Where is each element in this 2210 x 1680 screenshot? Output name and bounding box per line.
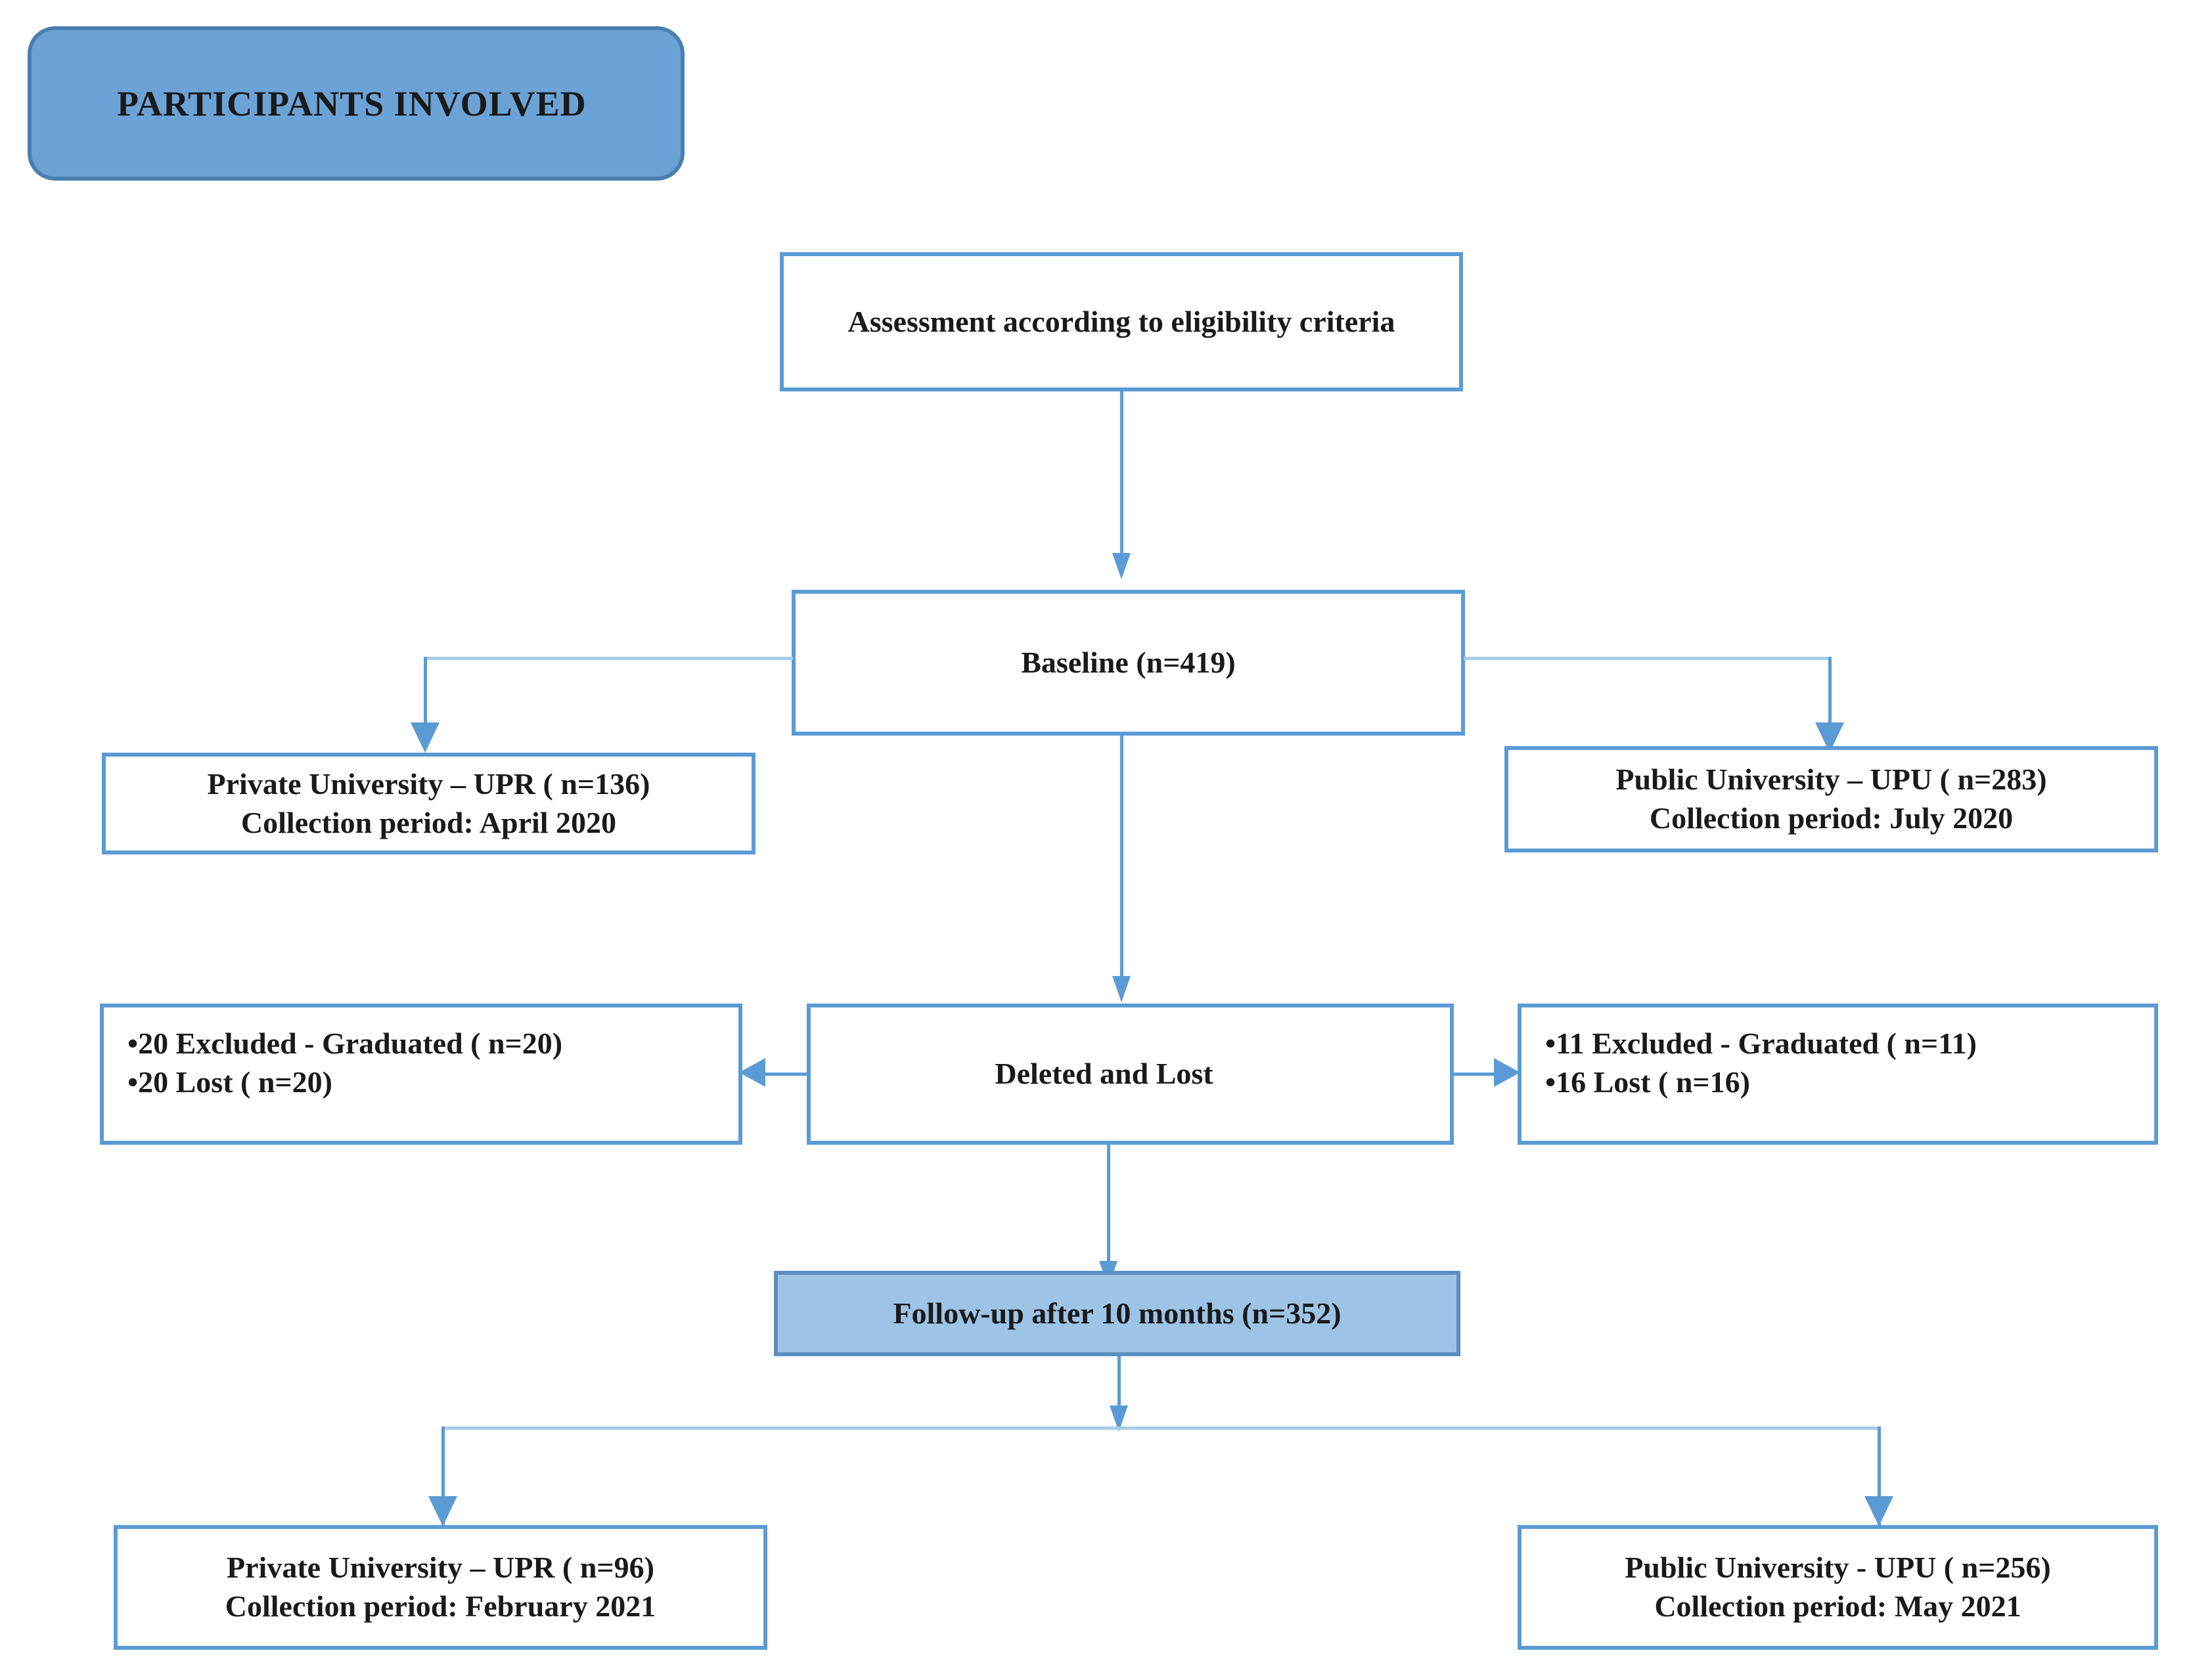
node-baseline-public-university: Public University – UPU ( n=283) Collect… xyxy=(1504,746,2158,852)
connector-deleted-to-excluded-right xyxy=(1453,1072,1495,1076)
node-followup-private-university: Private University – UPR ( n=96) Collect… xyxy=(114,1525,767,1650)
node-assessment: Assessment according to eligibility crit… xyxy=(780,252,1463,391)
arrowhead-baseline-to-deleted xyxy=(1112,976,1131,1002)
node-assessment-label: Assessment according to eligibility crit… xyxy=(847,304,1395,338)
connector-assessment-to-baseline xyxy=(1120,391,1123,556)
arrowhead-followup-to-public xyxy=(1864,1496,1893,1526)
connector-baseline-left-horizontal xyxy=(424,657,793,660)
node-excluded-left-line2: •20 Lost ( n=20) xyxy=(127,1065,332,1099)
node-excluded-left-label: •20 Excluded - Graduated ( n=20) •20 Los… xyxy=(104,1007,562,1102)
node-baseline-private-label: Private University – UPR ( n=136) Collec… xyxy=(196,765,662,843)
banner-label: PARTICIPANTS INVOLVED xyxy=(117,83,587,123)
node-followup: Follow-up after 10 months (n=352) xyxy=(774,1271,1460,1356)
node-excluded-right-label: •11 Excluded - Graduated ( n=11) •16 Los… xyxy=(1522,1007,1977,1102)
connector-followup-left-vertical xyxy=(441,1426,445,1528)
node-followup-label: Follow-up after 10 months (n=352) xyxy=(893,1296,1342,1330)
node-followup-public-university: Public University - UPU ( n=256) Collect… xyxy=(1518,1525,2158,1650)
connector-baseline-to-deleted xyxy=(1120,736,1123,979)
node-followup-private-label: Private University – UPR ( n=96) Collect… xyxy=(214,1549,667,1626)
connector-baseline-right-horizontal xyxy=(1464,657,1832,660)
node-baseline: Baseline (n=419) xyxy=(792,590,1465,736)
node-followup-public-line2: Collection period: May 2021 xyxy=(1654,1589,2021,1623)
node-deleted-and-lost: Deleted and Lost xyxy=(807,1004,1454,1145)
node-followup-private-line2: Collection period: February 2021 xyxy=(225,1589,656,1623)
arrowhead-assessment-to-baseline xyxy=(1112,553,1131,579)
connector-baseline-right-vertical xyxy=(1828,657,1832,726)
node-excluded-left-line1: •20 Excluded - Graduated ( n=20) xyxy=(127,1027,563,1060)
connector-deleted-to-excluded-left xyxy=(765,1072,808,1076)
connector-followup-split-bar xyxy=(441,1426,1880,1430)
node-followup-private-line1: Private University – UPR ( n=96) xyxy=(227,1551,654,1585)
node-followup-public-label: Public University - UPU ( n=256) Collect… xyxy=(1613,1549,2062,1626)
node-baseline-public-line2: Collection period: July 2020 xyxy=(1649,801,2014,835)
node-baseline-private-university: Private University – UPR ( n=136) Collec… xyxy=(102,753,755,854)
node-deleted-and-lost-label: Deleted and Lost xyxy=(995,1057,1213,1091)
arrowhead-followup-to-private xyxy=(428,1496,457,1526)
node-baseline-private-line1: Private University – UPR ( n=136) xyxy=(207,766,650,801)
node-baseline-label: Baseline (n=419) xyxy=(1021,645,1236,679)
node-followup-public-line1: Public University - UPU ( n=256) xyxy=(1625,1551,2051,1585)
connector-baseline-left-vertical xyxy=(424,657,427,726)
node-baseline-public-label: Public University – UPU ( n=283) Collect… xyxy=(1604,761,2058,838)
arrowhead-baseline-to-private xyxy=(411,722,440,753)
node-excluded-right-line2: •16 Lost ( n=16) xyxy=(1545,1065,1750,1099)
node-baseline-private-line2: Collection period: April 2020 xyxy=(240,805,617,839)
arrowhead-deleted-to-excluded-left xyxy=(739,1058,765,1087)
node-excluded-right-line1: •11 Excluded - Graduated ( n=11) xyxy=(1545,1027,1977,1060)
connector-followup-down xyxy=(1117,1356,1121,1428)
connector-deleted-to-followup xyxy=(1107,1145,1110,1266)
arrowhead-deleted-to-excluded-right xyxy=(1494,1058,1520,1087)
node-baseline-public-line1: Public University – UPU ( n=283) xyxy=(1615,763,2047,797)
participants-involved-banner: PARTICIPANTS INVOLVED xyxy=(28,26,685,181)
connector-followup-right-vertical xyxy=(1878,1426,1881,1528)
node-excluded-right: •11 Excluded - Graduated ( n=11) •16 Los… xyxy=(1518,1004,2158,1145)
node-excluded-left: •20 Excluded - Graduated ( n=20) •20 Los… xyxy=(100,1004,742,1145)
